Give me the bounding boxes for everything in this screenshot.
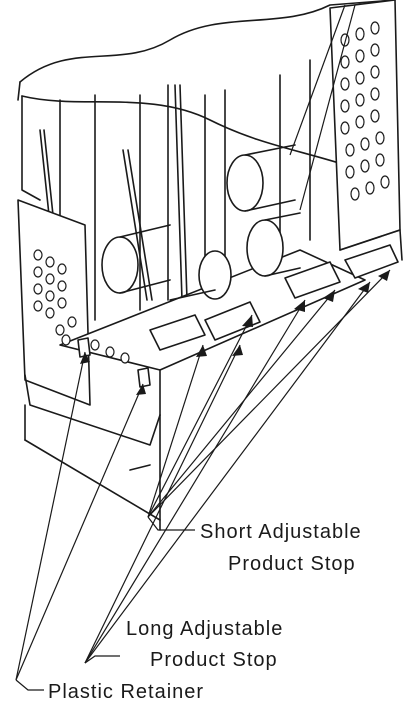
short-stop-label-line1: Short Adjustable [200,521,362,543]
short-stop-leader-2 [147,314,253,518]
right-panel-perforations [340,21,390,201]
long-stop-leader-3 [84,281,371,664]
leader-arrowheads [80,270,390,395]
retainer-leader-1 [15,351,86,681]
short-stop-leader-4 [147,269,391,518]
short-stop-leader-3 [147,289,336,518]
tray-perforations [55,316,130,364]
long-stop-leader-1 [84,344,241,664]
long-stop-label-line1: Long Adjustable [126,618,283,640]
long-stop-leader-2 [84,299,306,664]
left-panel-perforations [33,249,67,319]
retainer-leader-2 [15,383,144,681]
short-stop-leader-1 [147,344,204,518]
short-stop-label-line2: Product Stop [228,553,356,575]
vending-tray-drawing [17,0,403,531]
retainer-label: Plastic Retainer [48,681,204,703]
leader-lines [15,4,391,691]
long-stop-label-line2: Product Stop [150,649,278,671]
